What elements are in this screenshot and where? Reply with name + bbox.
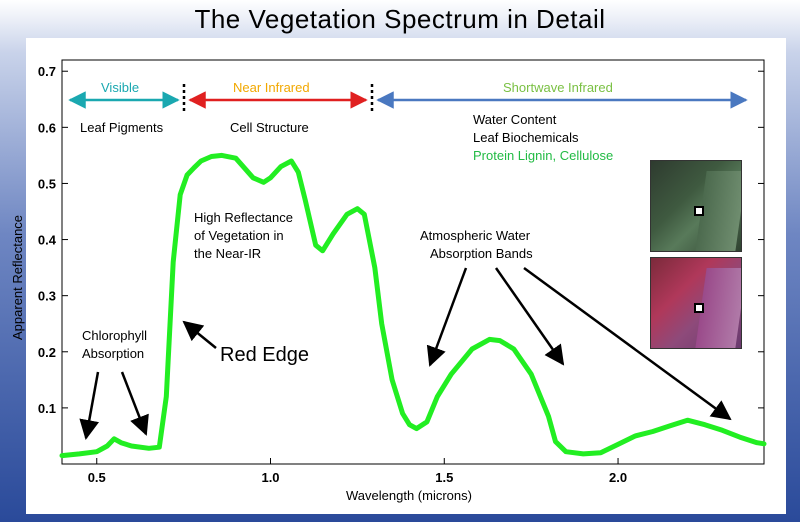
- water-content-label: Water Content: [473, 112, 557, 127]
- red-edge-label: Red Edge: [220, 344, 309, 366]
- water-arrow-2: [494, 267, 565, 366]
- near-infrared-region-label: Near Infrared: [233, 80, 310, 95]
- y-tick-label: 0.3: [38, 289, 56, 304]
- leaf-pigments-label: Leaf Pigments: [80, 120, 164, 135]
- y-tick-label: 0.2: [38, 345, 56, 360]
- plot-frame: [61, 59, 765, 465]
- high-reflectance-label-1: High Reflectance: [194, 210, 293, 225]
- high-reflectance-label-3: the Near-IR: [194, 246, 261, 261]
- shortwave-region-label: Shortwave Infrared: [503, 80, 613, 95]
- water-arrow-1: [426, 267, 468, 367]
- y-tick-label: 0.1: [38, 401, 56, 416]
- y-tick-label: 0.5: [38, 176, 56, 191]
- x-tick-label: 0.5: [88, 470, 106, 485]
- slide-title: The Vegetation Spectrum in Detail: [194, 4, 606, 34]
- chlorophyll-arrow-left: [79, 371, 100, 440]
- chlorophyll-label-2: Absorption: [82, 346, 144, 361]
- sample-point-marker: [694, 303, 704, 313]
- cell-structure-label: Cell Structure: [230, 120, 309, 135]
- x-tick-label: 1.5: [435, 470, 453, 485]
- x-tick-label: 1.0: [261, 470, 279, 485]
- protein-lignin-label: Protein Lignin, Cellulose: [473, 148, 613, 163]
- y-tick-label: 0.7: [38, 64, 56, 79]
- x-axis-label: Wavelength (microns): [346, 488, 472, 503]
- y-tick-label: 0.6: [38, 120, 56, 135]
- spectrum-series-line: [59, 152, 767, 459]
- chlorophyll-arrow-right: [120, 371, 149, 436]
- leaf-biochemicals-label: Leaf Biochemicals: [473, 130, 579, 145]
- y-axis-label: Apparent Reflectance: [10, 215, 25, 340]
- water-absorption-label-2: Absorption Bands: [430, 246, 533, 261]
- red-edge-arrow: [182, 320, 217, 349]
- water-arrow-3: [523, 266, 732, 421]
- false-color-image-thumbnail: [650, 257, 742, 349]
- chlorophyll-label-1: Chlorophyll: [82, 328, 147, 343]
- x-tick-label: 2.0: [609, 470, 627, 485]
- water-absorption-label-1: Atmospheric Water: [420, 228, 531, 243]
- y-axis-ticks: 0.1 0.2 0.3 0.4 0.5 0.6 0.7: [38, 64, 764, 416]
- sample-point-marker: [694, 206, 704, 216]
- true-color-image-thumbnail: [650, 160, 742, 252]
- x-axis-ticks: 0.5 1.0 1.5 2.0: [88, 458, 627, 485]
- visible-region-label: Visible: [101, 80, 139, 95]
- high-reflectance-label-2: of Vegetation in: [194, 228, 284, 243]
- y-tick-label: 0.4: [38, 233, 57, 248]
